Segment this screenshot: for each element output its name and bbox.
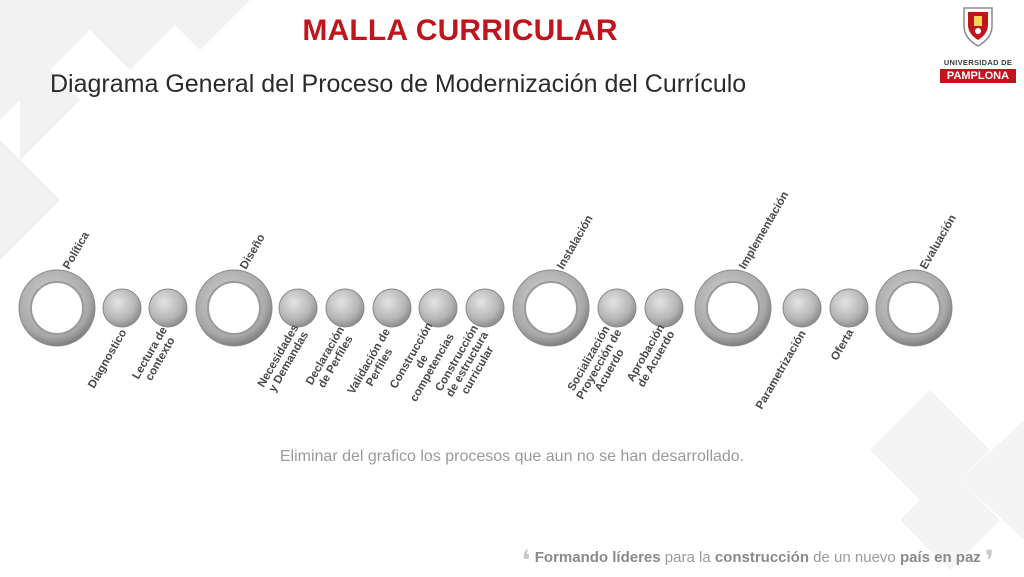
dot-circle <box>418 288 458 328</box>
university-logo: UNIVERSIDAD DE PAMPLONA <box>936 4 1020 86</box>
stage-label: Implementación <box>737 190 791 272</box>
diagram-note: Eliminar del grafico los procesos que au… <box>279 448 745 465</box>
dot-circle <box>102 288 142 328</box>
slogan-part-4: construcción <box>714 549 810 566</box>
stage-label: Lectura decontexto <box>130 325 180 387</box>
slogan-part-6: país en paz <box>899 549 981 566</box>
ring-inner <box>30 281 84 335</box>
slogan-part-3: para la <box>660 549 715 566</box>
dot-circle <box>372 288 412 328</box>
ring-inner <box>706 281 760 335</box>
ring-inner <box>524 281 578 335</box>
stage-label: Diagnostico <box>86 327 129 390</box>
stage-label: Necesidadesy Demandas <box>256 323 312 396</box>
stage-ring: Evaluación <box>875 213 959 347</box>
stage-label: Política <box>61 230 92 272</box>
page-title: MALLA CURRICULAR <box>302 14 618 47</box>
dot-circle <box>278 288 318 328</box>
dot-circle <box>782 288 822 328</box>
stage-ring: Política <box>18 230 96 347</box>
stage-dot: Oferta <box>829 288 869 363</box>
stage-label: Evaluación <box>918 213 959 272</box>
slogan-part-5: de un nuevo <box>809 549 900 566</box>
footer-slogan: ❛ Formando líderes para la construcción … <box>522 544 994 577</box>
stage-ring: Instalación <box>512 213 596 347</box>
logo-text-bottom: PAMPLONA <box>940 69 1016 83</box>
slogan-part-1: Formando <box>534 549 613 566</box>
page-subtitle: Diagrama General del Proceso de Moderniz… <box>50 70 747 98</box>
dot-circle <box>597 288 637 328</box>
stage-ring: Diseño <box>195 232 273 347</box>
stage-ring: Implementación <box>694 190 791 347</box>
dot-circle <box>148 288 188 328</box>
dot-circle <box>465 288 505 328</box>
university-shield-icon <box>963 7 993 47</box>
dot-circle <box>325 288 365 328</box>
dot-circle <box>829 288 869 328</box>
stage-label: Validación dePerfiles <box>346 327 404 403</box>
ring-inner <box>887 281 941 335</box>
stage-label: Aprobaciónde Acuerdo <box>625 323 678 390</box>
dot-circle <box>644 288 684 328</box>
logo-text-top: UNIVERSIDAD DE <box>943 58 1013 67</box>
stage-label: Parametrización <box>754 329 809 412</box>
quote-close-icon: ❜ <box>984 544 994 577</box>
slogan-part-2: líderes <box>612 549 661 566</box>
stage-label: Instalación <box>555 213 595 271</box>
quote-open-icon: ❛ <box>521 544 531 577</box>
ring-inner <box>207 281 261 335</box>
stage-label: Diseño <box>238 232 268 271</box>
stage-label: Oferta <box>829 327 857 363</box>
